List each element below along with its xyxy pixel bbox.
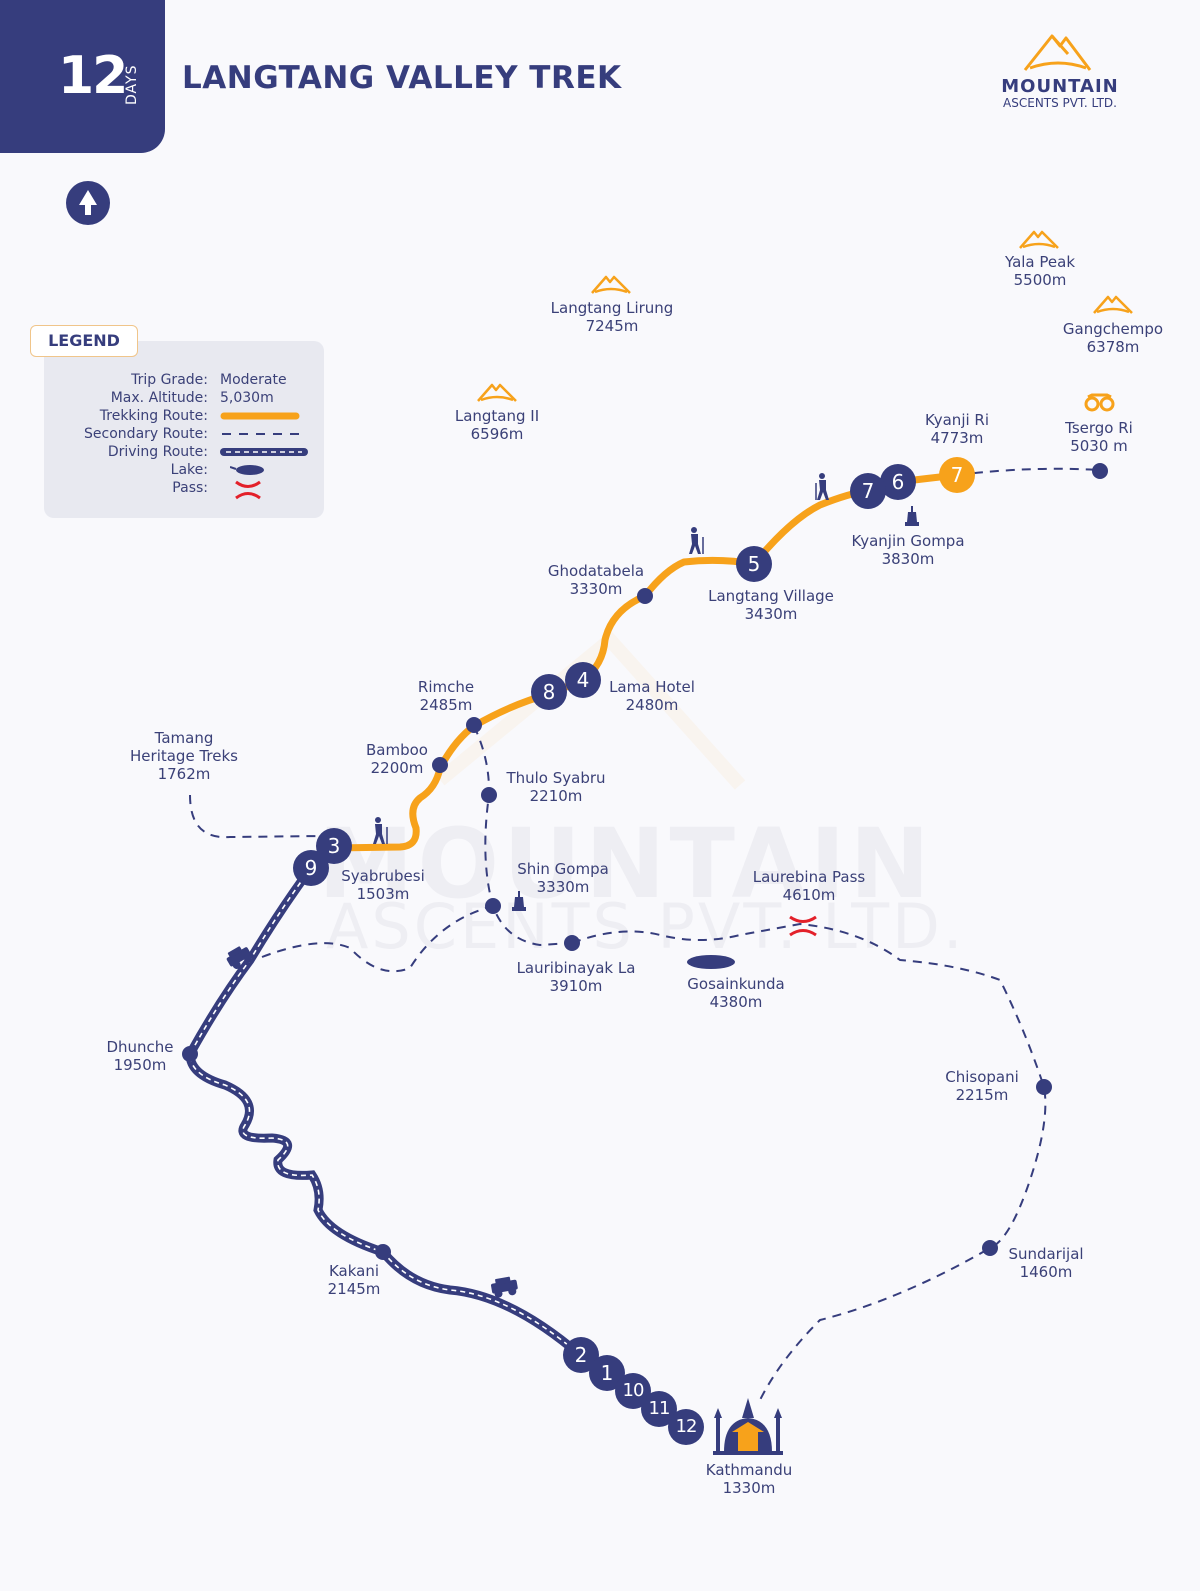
driving-route [185, 863, 691, 1430]
watermark-line2: ASCENTS PVT. LTD. [326, 890, 966, 963]
tsergo-ri-dot [1092, 463, 1108, 479]
peak-icon [591, 275, 631, 294]
day-marker-8: 8 [531, 674, 567, 710]
legend-trekking-label: Trekking Route: [99, 408, 208, 424]
hiker-icon [373, 817, 388, 844]
stupa-icon [905, 506, 919, 526]
watermark-line1: MOUNTAIN [318, 808, 934, 920]
day-marker-4: 4 [565, 662, 601, 698]
legend-driving-label: Driving Route: [107, 444, 208, 460]
legend-trip-grade-label: Trip Grade: [131, 372, 208, 388]
legend-trip-grade-value: Moderate [220, 372, 287, 388]
binoculars-icon [1084, 393, 1115, 412]
hiker-icon [689, 527, 704, 554]
peak-icons [477, 230, 1133, 402]
north-arrow-icon [66, 181, 110, 225]
company-logo: MOUNTAIN ASCENTS PVT. LTD. [990, 28, 1140, 118]
legend-max-altitude-label: Max. Altitude: [110, 390, 208, 406]
jeep-icon [491, 1276, 518, 1298]
stupa-icon [512, 891, 526, 911]
temple-icon [713, 1398, 783, 1455]
day-marker-5: 5 [736, 546, 772, 582]
peak-icon [1093, 295, 1133, 314]
stupa-icons [512, 506, 919, 911]
day-marker-9: 9 [293, 850, 329, 886]
jeep-icons [226, 946, 518, 1298]
driving-route-swatch-icon [220, 448, 308, 456]
day-marker-7: 7 [850, 473, 886, 509]
mountain-logo-icon [1023, 34, 1092, 71]
day-marker-11: 11 [641, 1391, 677, 1427]
peak-icon [477, 383, 517, 402]
pass-icon [789, 915, 817, 937]
hiker-icons [373, 473, 829, 844]
secondary-routes [189, 467, 1101, 1401]
logo-name: MOUNTAIN [1001, 76, 1119, 97]
legend-pass-label: Pass: [172, 480, 208, 496]
legend-title: LEGEND [30, 325, 138, 357]
page-title: LANGTANG VALLEY TREK [182, 60, 622, 96]
location-dots [182, 463, 1108, 1260]
hiker-icon [815, 473, 829, 500]
legend: Trip Grade: Moderate Max. Altitude: 5,030m… [44, 341, 324, 518]
peak-icon [1019, 230, 1059, 249]
days-count: 12 [58, 46, 128, 106]
day-marker-7-kyanji-ri: 7 [939, 457, 975, 493]
trekking-route-swatch-icon [220, 412, 300, 420]
day-marker-6: 6 [880, 464, 916, 500]
secondary-route-swatch-icon [222, 433, 300, 435]
logo-subtitle: ASCENTS PVT. LTD. [1003, 96, 1117, 110]
days-badge: 12 DAYS [0, 0, 165, 153]
legend-secondary-label: Secondary Route: [84, 426, 208, 442]
legend-max-altitude-value: 5,030m [220, 390, 274, 406]
day-marker-12: 12 [668, 1409, 704, 1445]
lake-swatch-icon [230, 465, 264, 475]
lake-icon [687, 955, 735, 969]
legend-lake-label: Lake: [170, 462, 208, 478]
trekking-route [330, 471, 962, 852]
jeep-icon [226, 946, 252, 969]
pass-swatch-icon [235, 480, 261, 500]
